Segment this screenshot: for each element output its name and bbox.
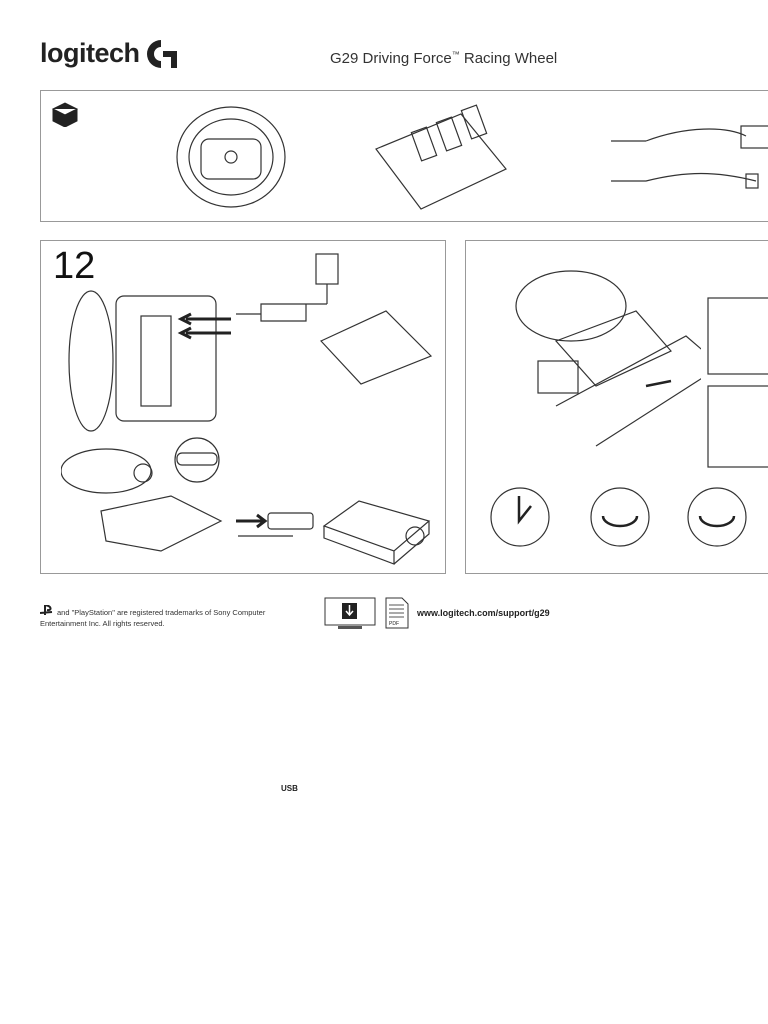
usb-connection-arrow <box>236 512 314 537</box>
connection-setup-panel: USB 12 <box>40 240 446 793</box>
step-number: 12 <box>53 245 96 287</box>
wheel-ps-mode-illustration <box>61 448 223 552</box>
clamp-tighten-icon <box>590 487 650 547</box>
trademark-legal-text: and "PlayStation" are registered tradema… <box>40 608 266 628</box>
ps-mode-switch-callout <box>174 437 220 483</box>
clamp-detail-bottom <box>707 385 768 468</box>
clamp-lever-icon <box>490 487 550 547</box>
wheel-rear-illustration <box>68 290 217 432</box>
clamp-loosen-icon <box>687 487 747 547</box>
support-url-link[interactable]: www.logitech.com/support/g29 <box>417 608 550 618</box>
usb-label: USB <box>281 784 298 793</box>
playstation-logo-icon <box>40 605 53 615</box>
ps4-console-illustration <box>322 500 431 565</box>
wheel-on-desk-illustration <box>515 270 701 447</box>
racing-wheel-illustration <box>176 106 286 208</box>
pdf-label: PDF <box>389 621 399 627</box>
box-contents-panel <box>40 90 768 222</box>
pdf-document-icon <box>385 597 409 629</box>
power-adapter-illustration <box>611 125 768 189</box>
logitech-g-logo-icon <box>147 40 177 68</box>
mounting-panel <box>465 240 768 574</box>
pedals-illustration <box>375 104 507 210</box>
monitor-download-icon <box>324 597 376 629</box>
logitech-logo: logitech <box>40 38 140 68</box>
cable-connection-arrows <box>177 312 231 340</box>
product-title: G29 Driving Force™ Racing Wheel <box>330 50 558 67</box>
clamp-detail-top <box>707 297 768 375</box>
open-box-icon <box>51 102 79 127</box>
pedals-connection-illustration <box>319 310 433 385</box>
wall-outlet-adapter-illustration <box>236 253 339 322</box>
